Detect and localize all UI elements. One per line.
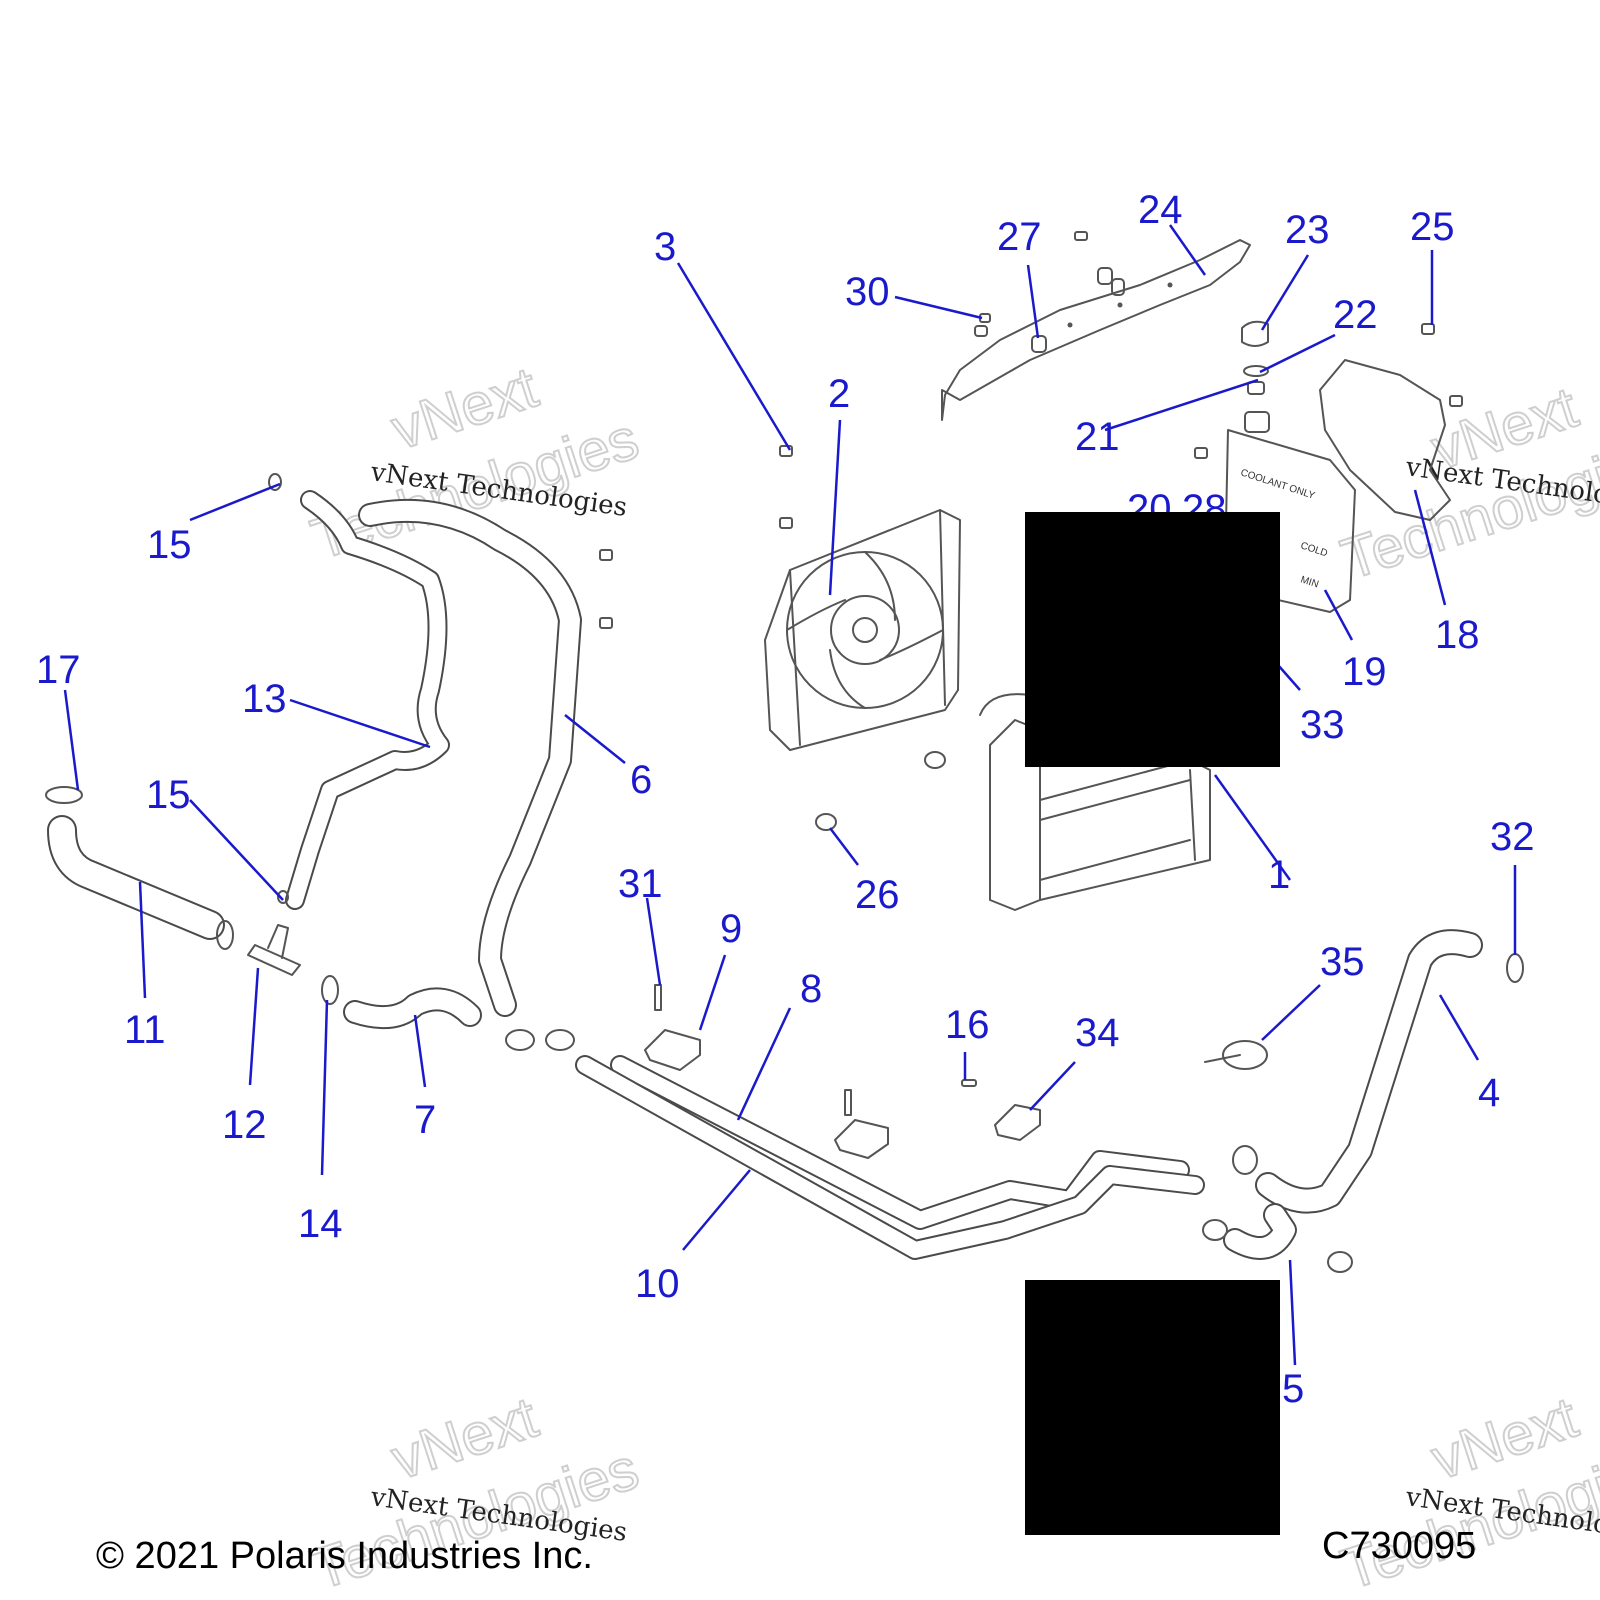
- callout-7: 7: [414, 1098, 436, 1142]
- callout-33: 33: [1300, 703, 1345, 747]
- callout-34: 34: [1075, 1011, 1120, 1055]
- callout-19: 19: [1342, 650, 1387, 694]
- callout-5: 5: [1282, 1367, 1304, 1411]
- sensor-34-icon: [994, 1104, 1041, 1141]
- hose-11-icon: [47, 815, 225, 940]
- redaction-box: [1025, 512, 1280, 767]
- callout-1: 1: [1268, 853, 1290, 897]
- tee-12-icon: [247, 924, 301, 976]
- callout-6: 6: [630, 758, 652, 802]
- callout-16: 16: [945, 1003, 990, 1047]
- clamp-17-icon: [45, 786, 83, 804]
- screw-3-icon: [599, 445, 793, 629]
- tank-label: COLD: [1299, 540, 1329, 559]
- clamp-15-icon: [277, 890, 289, 904]
- redaction-box: [1025, 1280, 1280, 1535]
- callout-14: 14: [298, 1202, 343, 1246]
- radiator-1-icon: [979, 693, 1211, 911]
- tank-label: COOLANT ONLY: [1239, 467, 1316, 501]
- callout-3: 3: [654, 225, 676, 269]
- callout-15: 15: [146, 773, 191, 817]
- callout-35: 35: [1320, 940, 1365, 984]
- callout-32: 32: [1490, 815, 1535, 859]
- seal-21-icon: [1247, 381, 1265, 395]
- bracket-24-icon: [941, 239, 1251, 421]
- callout-15: 15: [147, 523, 192, 567]
- callout-12: 12: [222, 1103, 267, 1147]
- callout-30: 30: [845, 270, 890, 314]
- callout-31: 31: [618, 862, 663, 906]
- bracket-18-icon: [1319, 359, 1451, 521]
- callout-2: 2: [828, 372, 850, 416]
- hose-5-icon: [1223, 1203, 1297, 1260]
- callout-11: 11: [124, 1008, 166, 1052]
- clip-9-icon: [644, 984, 701, 1071]
- figure-id: C730095: [1322, 1525, 1476, 1567]
- callout-13: 13: [242, 677, 287, 721]
- callout-4: 4: [1478, 1071, 1500, 1115]
- grommet-26-icon: [815, 751, 946, 831]
- callout-18: 18: [1435, 613, 1480, 657]
- leader-lines: [63, 224, 1517, 1366]
- clamp-icon: [1232, 1145, 1258, 1175]
- callout-24: 24: [1138, 188, 1183, 232]
- clip-icon: [834, 1089, 889, 1159]
- callout-17: 17: [36, 648, 81, 692]
- clamp-icon: [1327, 1251, 1353, 1273]
- tube-8-icon: [610, 1055, 1190, 1230]
- callout-labels: 1 2 3 4 5 6 7 8 9 10 11 12 13 14 15 15 1…: [36, 188, 1535, 1411]
- clamp-11-icon: [216, 920, 234, 950]
- callout-25: 25: [1410, 205, 1455, 249]
- callout-23: 23: [1285, 208, 1330, 252]
- bolt-16-icon: [961, 1079, 977, 1087]
- callout-10: 10: [635, 1262, 680, 1306]
- clamp-14-icon: [321, 975, 339, 1005]
- seal-22-icon: [1243, 365, 1269, 377]
- clamp-icon: [505, 1029, 575, 1051]
- cap-23-icon: [1241, 320, 1269, 347]
- callout-9: 9: [720, 907, 742, 951]
- callout-27: 27: [997, 215, 1042, 259]
- callout-26: 26: [855, 873, 900, 917]
- hose-7-icon: [343, 987, 482, 1030]
- tank-label: MIN: [1299, 574, 1320, 590]
- clamp-icon: [1202, 1219, 1228, 1241]
- hose-13-icon: [285, 490, 450, 910]
- fan-assembly-2-icon: [764, 509, 961, 751]
- callout-21: 21: [1075, 415, 1120, 459]
- bolt-25-icon: [1194, 323, 1463, 459]
- hose-4-icon: [1255, 929, 1483, 1214]
- clamp-15-icon: [268, 473, 282, 491]
- callout-8: 8: [800, 967, 822, 1011]
- callout-22: 22: [1333, 293, 1378, 337]
- grommet-27-icon: [974, 267, 1125, 353]
- tie-35-icon: [1204, 1040, 1268, 1070]
- tube-10-icon: [575, 1055, 1205, 1260]
- copyright-text: © 2021 Polaris Industries Inc.: [96, 1535, 593, 1577]
- part-art: COOLANT ONLY COLD MIN: [45, 231, 1524, 1273]
- hose-6-icon: [358, 498, 582, 1017]
- clamp-32-icon: [1506, 953, 1524, 983]
